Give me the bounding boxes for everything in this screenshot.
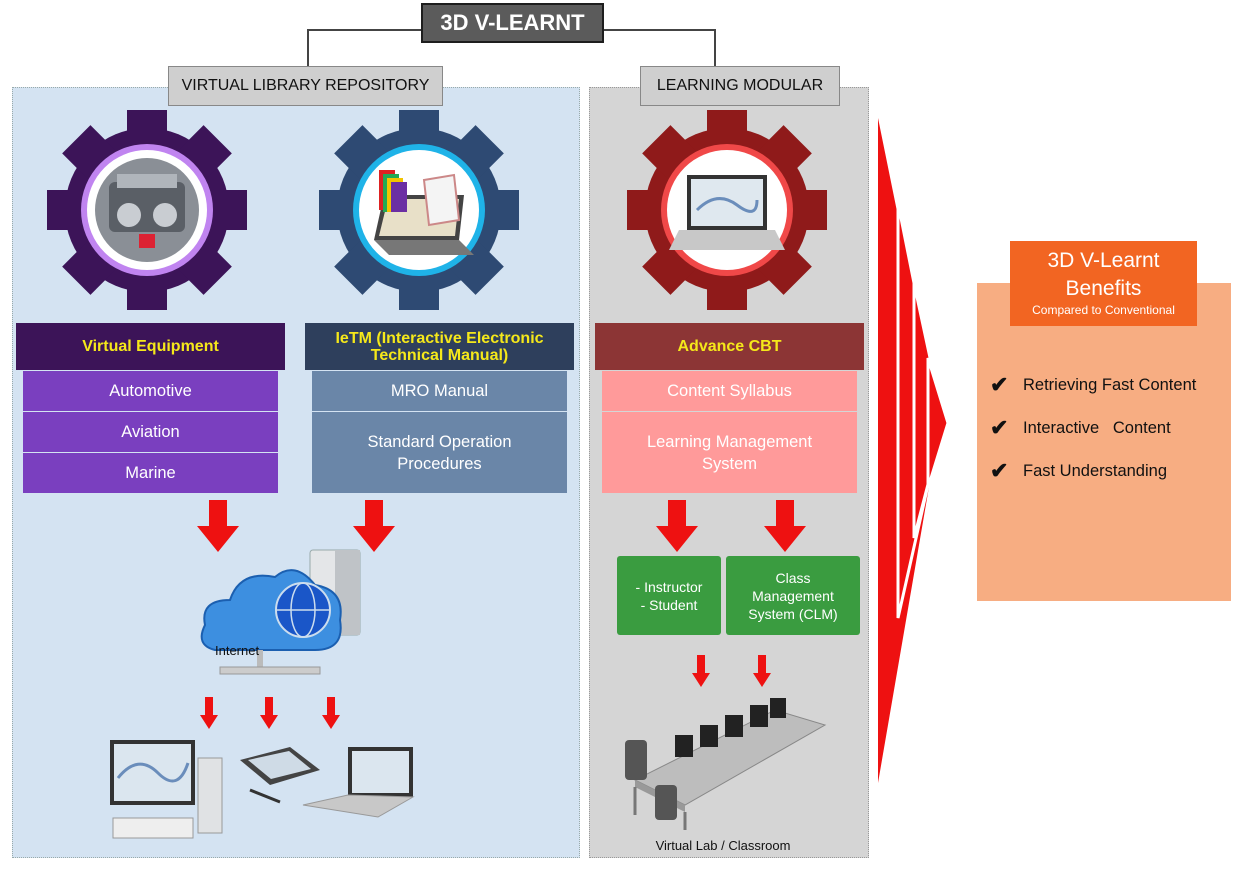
internet-cloud-icon <box>200 549 361 675</box>
internet-label: Internet <box>215 643 260 658</box>
connector-line <box>307 29 309 67</box>
small-down-arrow-icon <box>692 655 710 687</box>
chevron-right-arrows-icon <box>878 118 950 783</box>
item-learning-management-system: Learning Management System <box>602 412 857 493</box>
small-down-arrow-icon <box>753 655 771 687</box>
laptop-icon <box>302 747 415 818</box>
section-label-library: VIRTUAL LIBRARY REPOSITORY <box>168 66 443 106</box>
small-down-arrow-icon <box>260 697 278 729</box>
checkmark-icon: ✔ <box>990 372 1009 397</box>
classroom-label: Virtual Lab / Classroom <box>655 838 791 853</box>
item-aviation: Aviation <box>23 412 278 452</box>
benefit-item: ✔ Fast Understanding <box>990 458 1167 484</box>
laptop-cbt-gear-icon <box>627 110 827 310</box>
item-standard-operation-procedures: Standard Operation Procedures <box>312 412 567 493</box>
desktop-computer-icon <box>110 740 223 839</box>
small-down-arrow-icon <box>200 697 218 729</box>
item-marine: Marine <box>23 453 278 493</box>
benefit-item: ✔ Interactive Content <box>990 415 1171 441</box>
item-mro-manual: MRO Manual <box>312 371 567 411</box>
benefits-header: 3D V-Learnt Benefits Compared to Convent… <box>1010 241 1197 326</box>
down-arrow-icon <box>656 500 698 552</box>
benefits-title: 3D V-Learnt Benefits <box>1047 249 1160 300</box>
main-title: 3D V-LEARNT <box>421 3 604 43</box>
connector-line <box>307 29 421 31</box>
class-management-system-box: Class Management System (CLM) <box>726 556 860 635</box>
down-arrow-icon <box>764 500 806 552</box>
item-content-syllabus: Content Syllabus <box>602 371 857 411</box>
down-arrow-icon <box>353 500 395 552</box>
checkmark-icon: ✔ <box>990 458 1009 483</box>
instructor-student-box: - Instructor - Student <box>617 556 721 635</box>
column-header-ietm: IeTM (Interactive Electronic Technical M… <box>305 323 574 370</box>
laptop-manual-gear-icon <box>319 110 519 310</box>
benefit-label: Fast Understanding <box>1023 461 1167 480</box>
connector-line <box>714 29 716 67</box>
classroom-icon <box>625 698 827 830</box>
section-label-modular: LEARNING MODULAR <box>640 66 840 106</box>
small-down-arrow-icon <box>322 697 340 729</box>
tablet-icon <box>240 747 320 804</box>
benefits-subtitle: Compared to Conventional <box>1032 303 1175 317</box>
benefit-label: Interactive Content <box>1023 418 1171 437</box>
benefits-panel <box>977 283 1231 601</box>
item-automotive: Automotive <box>23 371 278 411</box>
benefit-label: Retrieving Fast Content <box>1023 375 1197 394</box>
down-arrow-icon <box>197 500 239 552</box>
connector-line <box>604 29 716 31</box>
column-header-virtual-equipment: Virtual Equipment <box>16 323 285 370</box>
checkmark-icon: ✔ <box>990 415 1009 440</box>
benefit-item: ✔ Retrieving Fast Content <box>990 372 1196 398</box>
column-header-advance-cbt: Advance CBT <box>595 323 864 370</box>
engine-gear-icon <box>47 110 247 310</box>
